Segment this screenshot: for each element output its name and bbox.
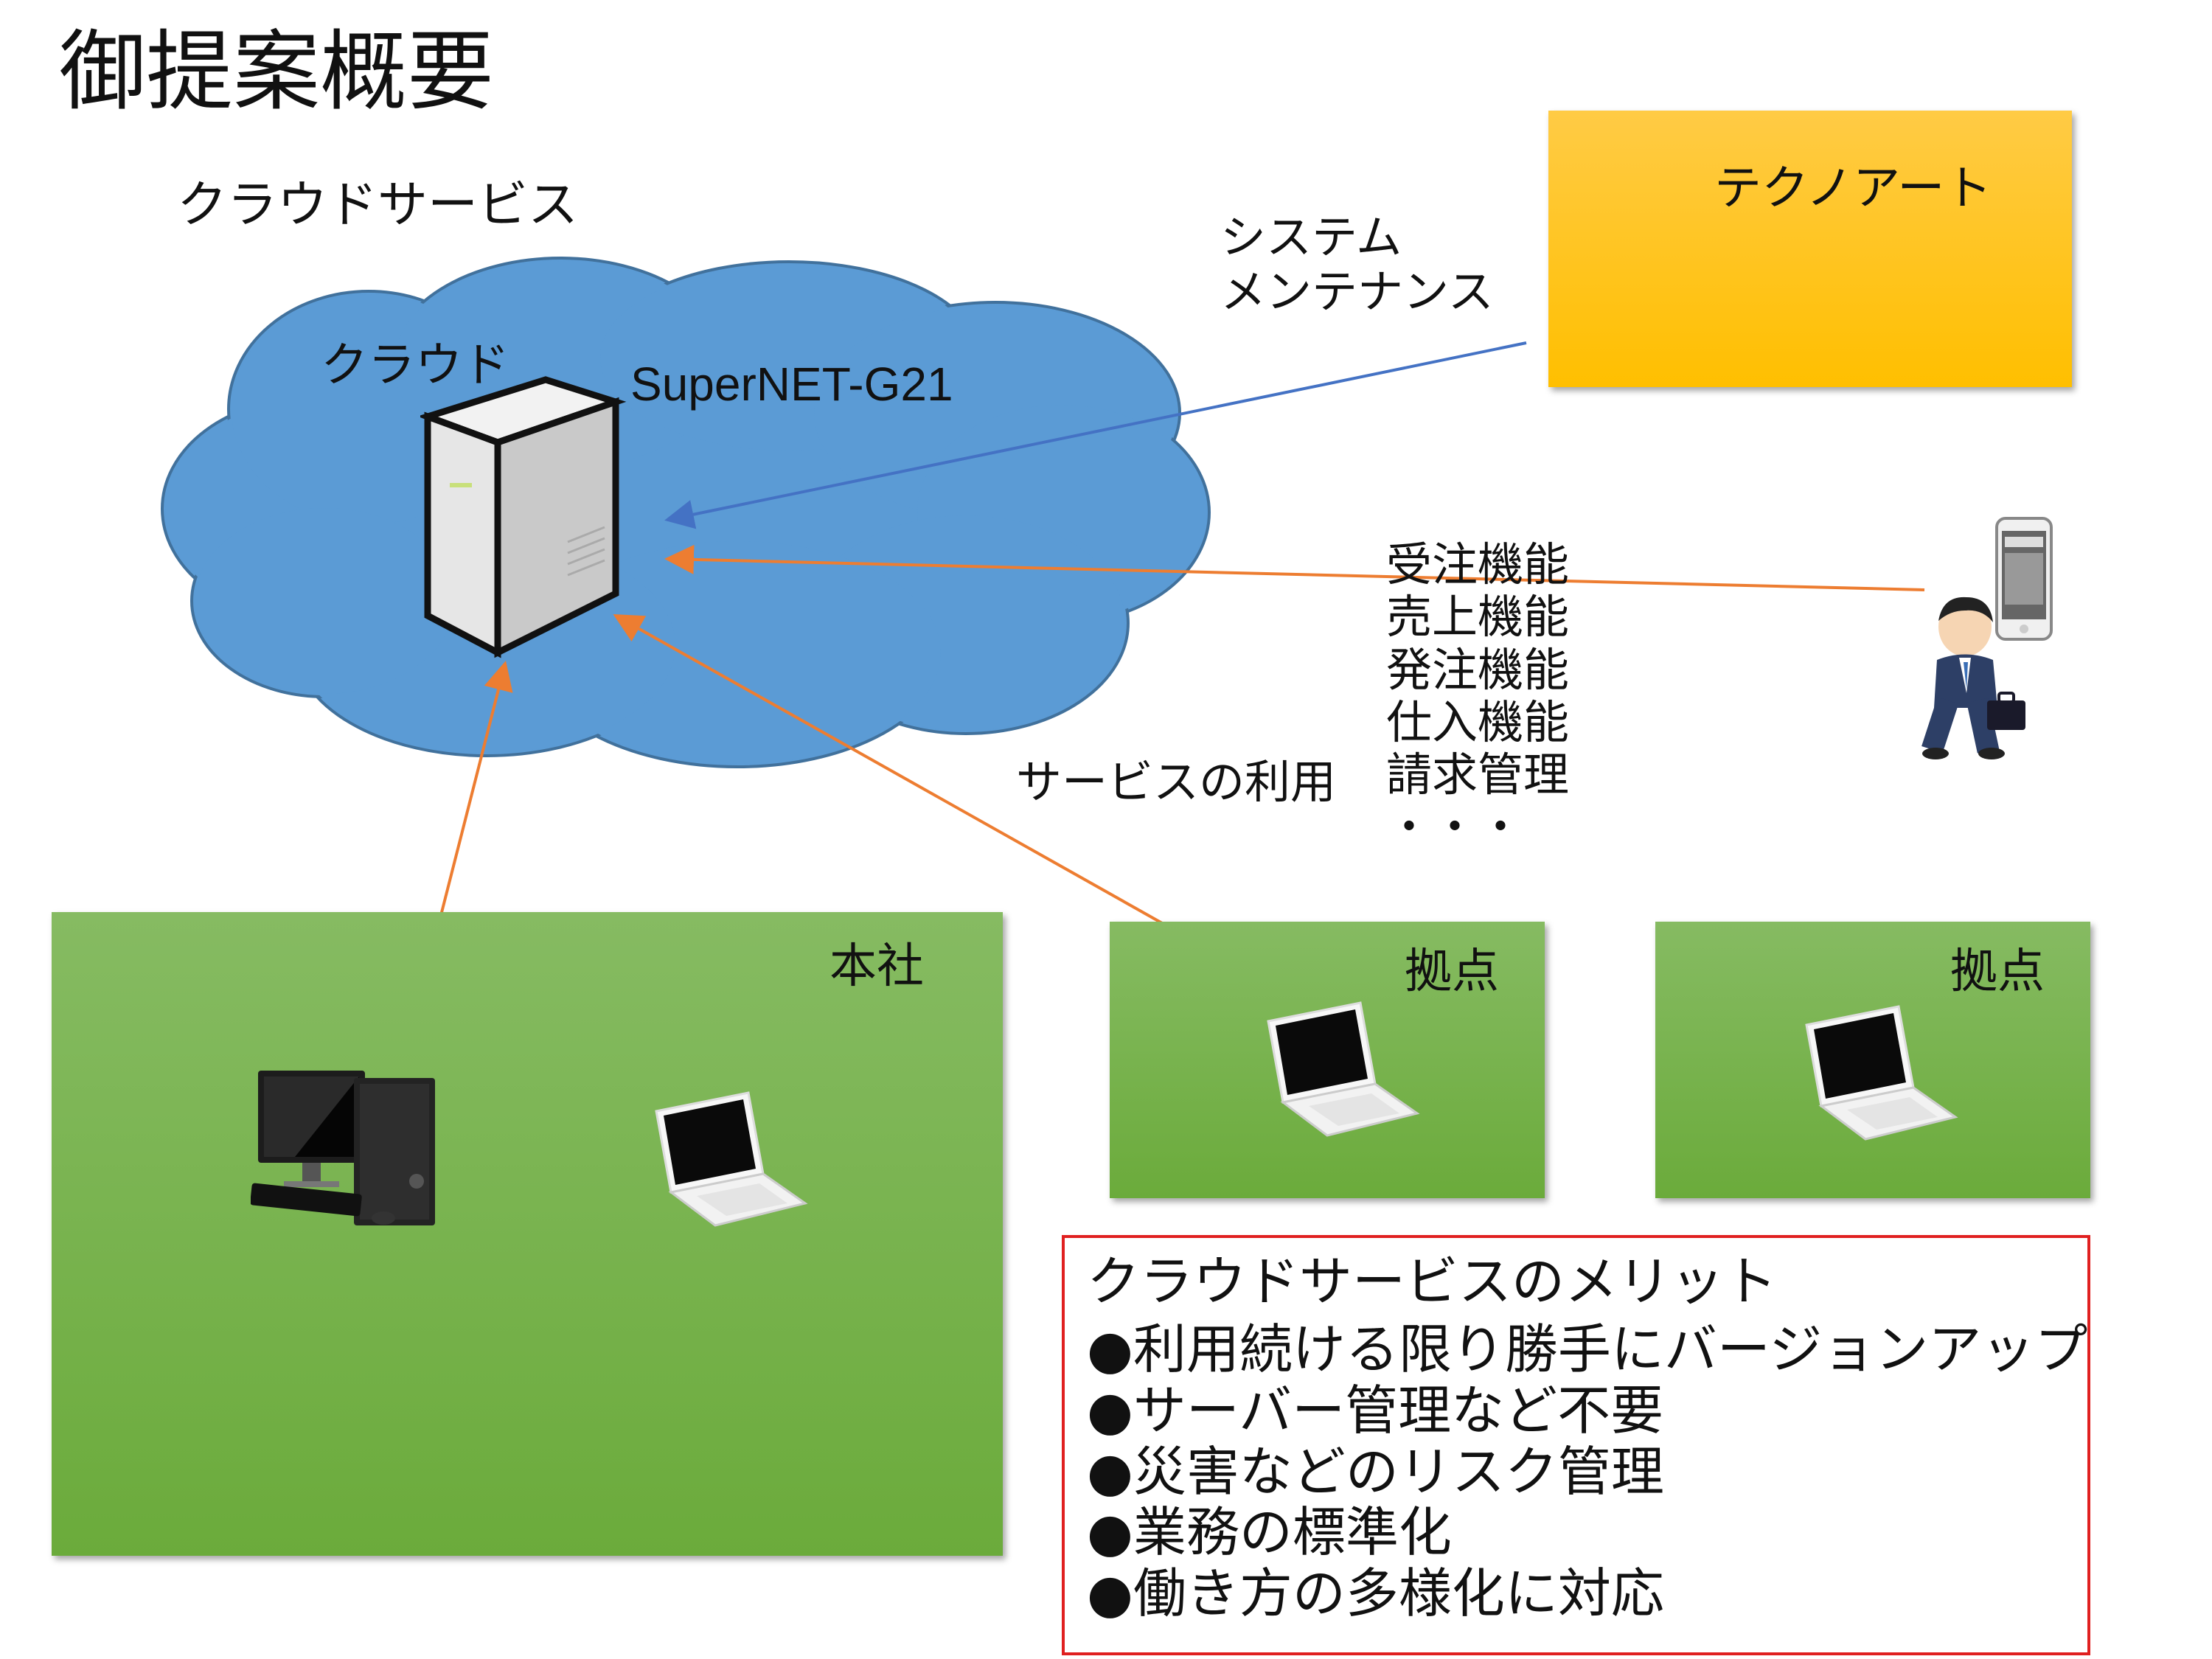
head-office-box: 本社 bbox=[52, 912, 1003, 1556]
merits-list: ●利用続ける限り勝手にバージョンアップ ●サーバー管理など不要 ●災害などのリス… bbox=[1087, 1319, 2087, 1624]
maintenance-label: システム メンテナンス bbox=[1220, 210, 1494, 319]
businessman-icon bbox=[1921, 590, 2031, 763]
merit-item: ●サーバー管理など不要 bbox=[1087, 1379, 1664, 1441]
branch-box: 拠点 bbox=[1655, 922, 2090, 1198]
maintenance-connector bbox=[664, 341, 1527, 529]
merit-item: ●利用続ける限り勝手にバージョンアップ bbox=[1087, 1318, 2088, 1380]
function-item: 売上機能 bbox=[1386, 590, 1570, 644]
merits-box: クラウドサービスのメリット ●利用続ける限り勝手にバージョンアップ ●サーバー管… bbox=[1062, 1235, 2090, 1655]
server-icon bbox=[420, 372, 627, 660]
branch-label: 拠点 bbox=[1405, 945, 1499, 999]
function-item: ・・・ bbox=[1386, 800, 1524, 855]
laptop-icon bbox=[649, 1089, 811, 1229]
laptop-icon bbox=[1261, 999, 1423, 1139]
merit-item: ●業務の標準化 bbox=[1087, 1501, 1452, 1564]
service-usage-label: サービスの利用 bbox=[1016, 755, 1337, 809]
merit-item: ●働き方の多様化に対応 bbox=[1087, 1562, 1664, 1625]
smartphone-icon bbox=[1994, 516, 2053, 641]
desktop-pc-icon bbox=[251, 1071, 487, 1240]
function-item: 仕入機能 bbox=[1386, 695, 1570, 749]
laptop-icon bbox=[1799, 1003, 1961, 1143]
vendor-label: テクノアート bbox=[1714, 161, 1992, 216]
function-list: 受注機能 売上機能 発注機能 仕入機能 請求管理 ・・・ bbox=[1386, 538, 1569, 854]
server-label: SuperNET-G21 bbox=[630, 358, 953, 411]
mobile-usage-connector bbox=[664, 544, 1925, 591]
function-item: 受注機能 bbox=[1386, 538, 1570, 591]
merits-title: クラウドサービスのメリット bbox=[1087, 1251, 1778, 1312]
cloud-label: クラウド bbox=[321, 338, 509, 393]
branch-label: 拠点 bbox=[1950, 945, 2045, 999]
vendor-box: テクノアート bbox=[1548, 111, 2072, 387]
function-item: 請求管理 bbox=[1386, 748, 1570, 802]
cloud-service-heading: クラウドサービス bbox=[177, 176, 579, 234]
merit-item: ●災害などのリスク管理 bbox=[1087, 1440, 1664, 1503]
branch-box: 拠点 bbox=[1110, 922, 1545, 1198]
head-office-label: 本社 bbox=[830, 939, 924, 994]
cloud-shape bbox=[161, 257, 1211, 768]
page-title: 御提案概要 bbox=[59, 21, 495, 122]
function-item: 発注機能 bbox=[1386, 642, 1570, 697]
